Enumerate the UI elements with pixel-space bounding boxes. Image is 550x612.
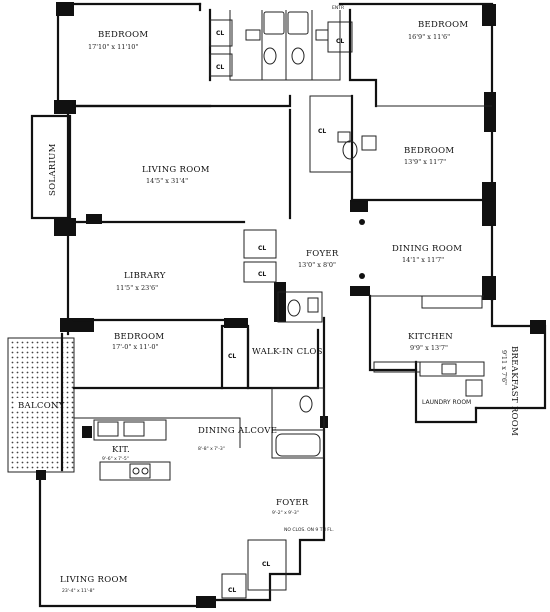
room-foyer-south: FOYER 9'-2" x 9'-3" NO CLOS. ON 9 TH FL. — [272, 498, 334, 533]
room-dimensions: 9'11 x 7'6" — [500, 350, 508, 385]
room-name: BEDROOM — [114, 332, 164, 342]
room-name: LIBRARY — [124, 271, 166, 281]
room-dimensions: 9'-6" x 7'-5" — [102, 456, 129, 462]
room-dimensions: 16'9" x 11'6" — [408, 33, 450, 41]
closet-label: CL — [216, 30, 224, 37]
room-name: DINING ROOM — [392, 244, 462, 254]
fixtures — [97, 11, 485, 479]
closet-label: CL — [262, 561, 270, 568]
closet-label: CL — [258, 271, 266, 278]
room-dimensions: 17'-0" x 11'-0" — [112, 343, 159, 351]
room-dimensions: 9'9" x 13'7" — [410, 344, 448, 352]
room-dimensions: 9'-2" x 9'-3" — [272, 510, 299, 516]
room-bedroom-nw: BEDROOM 17'10" x 11'10" — [88, 30, 148, 51]
room-name: BEDROOM — [404, 146, 454, 156]
room-name: FOYER — [306, 249, 339, 259]
room-kitchen: KITCHEN 9'9" x 13'7" — [408, 332, 453, 352]
room-note: NO CLOS. ON 9 TH FL. — [284, 527, 334, 533]
room-dimensions: 13'9" x 11'7" — [404, 158, 446, 166]
wall-blocks — [36, 2, 546, 608]
room-name: WALK-IN CLOS. — [252, 347, 325, 357]
room-name: KITCHEN — [408, 332, 453, 342]
room-dimensions: 13'0" x 8'0" — [298, 261, 336, 269]
room-name: DINING ALCOVE — [198, 426, 277, 436]
room-foyer-north: FOYER 13'0" x 8'0" — [298, 249, 339, 269]
room-walk-in-closet: WALK-IN CLOS. — [252, 347, 325, 357]
room-dimensions: 17'10" x 11'10" — [88, 43, 138, 51]
room-dimensions: 14'1" x 11'7" — [402, 256, 444, 264]
room-name: LAUNDRY ROOM — [422, 399, 471, 406]
room-living-room-north: LIVING ROOM 14'5" x 31'4" — [142, 165, 210, 185]
room-breakfast-room: BREAKFAST ROOM 9'11 x 7'6" — [500, 346, 519, 436]
room-name: BEDROOM — [98, 30, 148, 40]
room-dining-alcove: DINING ALCOVE 8'-8" x 7'-3" — [198, 426, 277, 452]
room-dimensions: 8'-8" x 7'-3" — [198, 446, 225, 452]
room-dimensions: 11'5" x 23'6" — [116, 284, 158, 292]
room-solarium: SOLARIUM — [48, 143, 58, 196]
room-name: KIT. — [112, 445, 130, 455]
room-laundry-room: LAUNDRY ROOM — [422, 399, 471, 406]
room-living-room-south: LIVING ROOM 23'-4" x 11'-8" — [60, 575, 128, 594]
room-name: SOLARIUM — [48, 143, 58, 196]
top-marker: ENTR — [332, 5, 344, 11]
room-kitchenette: KIT. 9'-6" x 7'-5" — [102, 445, 130, 462]
room-dimensions: 14'5" x 31'4" — [146, 177, 188, 185]
closet-label: CL — [228, 353, 236, 360]
closet-label: CL — [318, 128, 326, 135]
balcony: BALCONY — [7, 337, 75, 473]
closet-label: CL — [336, 38, 344, 45]
room-bedroom-south: BEDROOM 17'-0" x 11'-0" — [112, 332, 164, 351]
room-dining-room: DINING ROOM 14'1" x 11'7" — [392, 244, 462, 264]
room-name: BREAKFAST ROOM — [509, 346, 519, 436]
room-name: BEDROOM — [418, 20, 468, 30]
closet-label: CL — [258, 245, 266, 252]
room-name: LIVING ROOM — [142, 165, 210, 175]
room-library: LIBRARY 11'5" x 23'6" — [116, 271, 166, 292]
balcony-label: BALCONY — [18, 401, 65, 411]
room-bedroom-e: BEDROOM 13'9" x 11'7" — [404, 146, 454, 166]
closet-labels: CL CL CL CL CL CL CL CL CL — [216, 30, 344, 594]
room-dimensions: 23'-4" x 11'-8" — [62, 588, 95, 594]
room-name: FOYER — [276, 498, 309, 508]
closet-label: CL — [228, 587, 236, 594]
room-bedroom-ne: BEDROOM 16'9" x 11'6" — [408, 20, 468, 41]
closet-label: CL — [216, 64, 224, 71]
room-name: LIVING ROOM — [60, 575, 128, 585]
